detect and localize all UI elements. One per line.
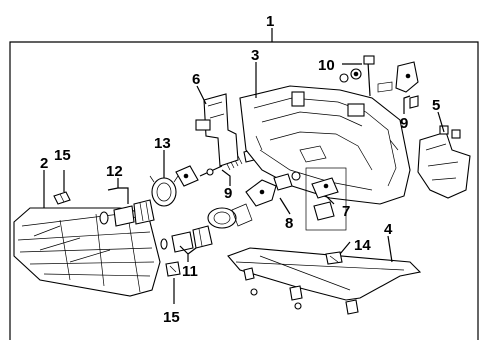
bulb-upper bbox=[99, 199, 155, 227]
leveling-adjuster bbox=[231, 171, 301, 227]
clip-upper bbox=[53, 191, 71, 205]
callout-5: 5 bbox=[432, 97, 440, 114]
callout-12: 12 bbox=[106, 163, 123, 180]
retaining-ring bbox=[149, 175, 179, 207]
mounting-bracket-right bbox=[417, 125, 471, 199]
upper-adjuster-parts bbox=[339, 55, 419, 109]
callout-4: 4 bbox=[384, 221, 393, 238]
fastener-clip bbox=[325, 251, 343, 265]
callout-9-upper: 9 bbox=[400, 115, 408, 132]
adjuster-screw-set bbox=[175, 149, 255, 187]
callout-7: 7 bbox=[342, 203, 350, 220]
callout-8: 8 bbox=[285, 215, 293, 232]
bulb-lower bbox=[160, 207, 237, 253]
callout-1: 1 bbox=[266, 13, 274, 30]
callout-3: 3 bbox=[251, 47, 259, 64]
side-bracket bbox=[195, 93, 239, 167]
callout-15-lower: 15 bbox=[163, 309, 180, 326]
callout-15-upper: 15 bbox=[54, 147, 71, 164]
mounting-frame bbox=[239, 85, 411, 205]
callout-10: 10 bbox=[318, 57, 335, 74]
callout-13: 13 bbox=[154, 135, 171, 152]
leader-lines bbox=[43, 62, 445, 304]
callout-11: 11 bbox=[182, 263, 198, 280]
callout-14: 14 bbox=[354, 237, 371, 254]
clip-lower bbox=[165, 261, 181, 277]
callout-2: 2 bbox=[40, 155, 48, 172]
assembly-bracket bbox=[9, 28, 479, 340]
callout-9-lower: 9 bbox=[224, 185, 232, 202]
sensor-assembly bbox=[305, 167, 347, 231]
callout-6: 6 bbox=[192, 71, 200, 88]
